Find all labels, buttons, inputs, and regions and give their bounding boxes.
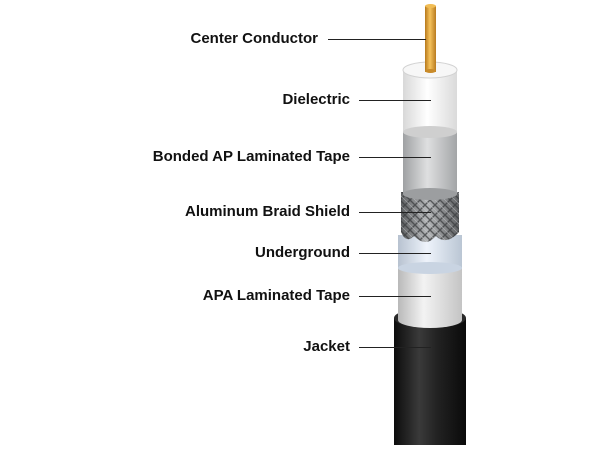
leader-dielectric xyxy=(359,100,431,101)
label-bonded-tape: Bonded AP Laminated Tape xyxy=(152,148,350,165)
leader-apa-tape xyxy=(359,296,431,297)
leader-jacket xyxy=(359,347,431,348)
underground-layer xyxy=(398,235,462,274)
label-center-conductor: Center Conductor xyxy=(190,30,319,47)
label-apa-tape: APA Laminated Tape xyxy=(202,287,350,304)
dielectric-layer xyxy=(402,61,458,138)
label-braid-shield: Aluminum Braid Shield xyxy=(184,203,350,220)
leader-center-conductor xyxy=(328,39,426,40)
braid-shield-layer xyxy=(401,192,459,242)
leader-braid-shield xyxy=(359,212,431,213)
label-jacket: Jacket xyxy=(303,338,350,355)
center-conductor-layer xyxy=(425,4,436,73)
label-underground: Underground xyxy=(255,244,350,261)
leader-underground xyxy=(359,253,431,254)
leader-bonded-tape xyxy=(359,157,431,158)
bonded-tape-layer xyxy=(403,130,457,200)
label-dielectric: Dielectric xyxy=(282,91,350,108)
jacket-layer xyxy=(394,308,466,445)
